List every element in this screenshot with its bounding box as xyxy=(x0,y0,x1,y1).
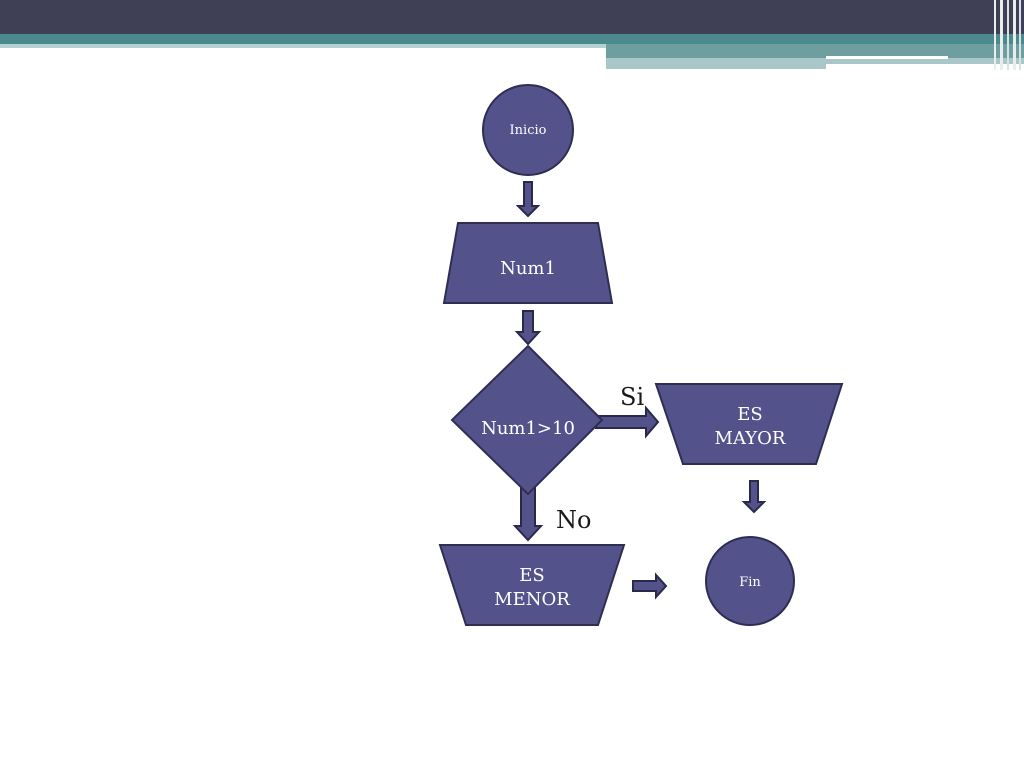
greater-node: ES MAYOR xyxy=(654,383,844,465)
header-light-band-right xyxy=(606,44,1024,58)
start-node-label: Inicio xyxy=(510,123,547,138)
header-dark-band xyxy=(0,0,1024,34)
arrow-decision-to-lesser xyxy=(512,485,544,542)
yes-branch-label: Si xyxy=(620,383,644,411)
arrow-lesser-to-end xyxy=(632,572,668,600)
start-node: Inicio xyxy=(482,84,574,176)
header-stripe-2 xyxy=(1000,0,1003,70)
greater-node-label-line1: ES xyxy=(737,404,762,425)
header-light-band xyxy=(0,44,606,48)
arrow-decision-to-greater xyxy=(595,405,660,439)
input-node: Num1 xyxy=(442,222,614,304)
header-stripe-1 xyxy=(994,0,996,70)
header-light-line-1 xyxy=(606,58,1024,64)
no-branch-label: No xyxy=(556,506,591,534)
greater-node-label-line2: MAYOR xyxy=(715,428,786,449)
decision-node-label: Num1>10 xyxy=(481,418,575,439)
arrow-greater-to-end xyxy=(741,480,767,514)
end-node: Fin xyxy=(705,536,795,626)
input-node-label: Num1 xyxy=(500,258,556,279)
header-stripe-5 xyxy=(1019,0,1021,70)
lesser-node-label-line2: MENOR xyxy=(494,589,570,610)
lesser-node: ES MENOR xyxy=(438,544,626,626)
header-teal-band xyxy=(0,34,1024,44)
end-node-label: Fin xyxy=(739,575,761,590)
header-stripe-4 xyxy=(1013,0,1016,70)
slide-header-decoration xyxy=(0,0,1024,70)
lesser-node-label-line1: ES xyxy=(519,565,544,586)
header-white-line xyxy=(826,56,948,59)
arrow-input-to-decision xyxy=(514,310,542,346)
header-stripe-3 xyxy=(1007,0,1009,70)
header-light-line-2 xyxy=(606,64,826,69)
arrow-start-to-input xyxy=(515,181,541,218)
decision-node: Num1>10 xyxy=(450,344,604,496)
